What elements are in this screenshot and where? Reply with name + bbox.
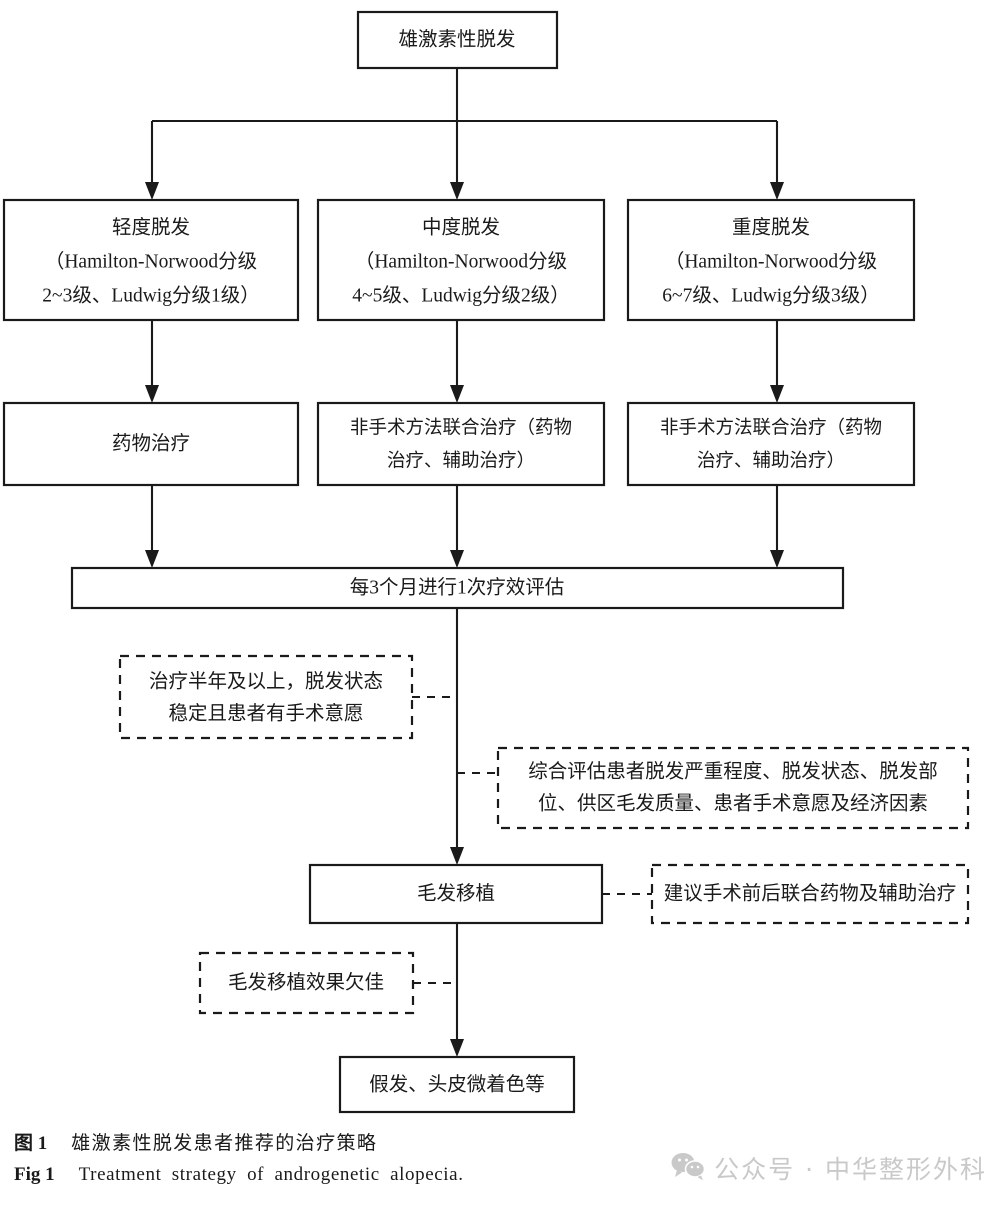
node-treatment-moderate-line-1: 非手术方法联合治疗（药物 (350, 417, 572, 438)
node-root[interactable]: 雄激素性脱发 (356, 10, 559, 70)
node-evaluation[interactable]: 每3个月进行1次疗效评估 (70, 566, 845, 610)
node-note-combine[interactable]: 建议手术前后联合药物及辅助治疗 (650, 863, 970, 925)
caption-row-en: Fig 1 Treatment strategy of androgenetic… (14, 1164, 634, 1186)
node-mild-line-3: 2~3级、Ludwig分级1级） (42, 284, 259, 306)
node-evaluation-line-1: 每3个月进行1次疗效评估 (350, 576, 565, 598)
node-treatment-mild-line-1: 药物治疗 (112, 432, 190, 454)
node-treatment-severe-line-1: 非手术方法联合治疗（药物 (660, 417, 882, 438)
node-condition-assessment[interactable]: 综合评估患者脱发严重程度、脱发状态、脱发部 位、供区毛发质量、患者手术意愿及经济… (496, 746, 970, 830)
caption-text-en: Treatment strategy of androgenetic alope… (78, 1164, 464, 1185)
node-condition-stable[interactable]: 治疗半年及以上，脱发状态 稳定且患者有手术意愿 (118, 654, 414, 740)
node-final-line-1: 假发、头皮微着色等 (369, 1073, 545, 1095)
node-final[interactable]: 假发、头皮微着色等 (338, 1055, 576, 1114)
wechat-watermark-text: 公众号 · 中华整形外科 (714, 1155, 987, 1184)
node-note-poor-result[interactable]: 毛发移植效果欠佳 (198, 951, 415, 1015)
node-severe-line-2: （Hamilton-Norwood分级 (665, 250, 877, 272)
node-root-line-1: 雄激素性脱发 (398, 28, 515, 50)
wechat-watermark: 公众号 · 中华整形外科 (671, 1150, 987, 1186)
node-mild[interactable]: 轻度脱发 （Hamilton-Norwood分级 2~3级、Ludwig分级1级… (2, 198, 300, 322)
node-note-poor-result-line-1: 毛发移植效果欠佳 (228, 971, 384, 993)
node-transplant[interactable]: 毛发移植 (308, 863, 604, 925)
node-transplant-line-1: 毛发移植 (417, 882, 495, 904)
node-severe-line-1: 重度脱发 (732, 216, 810, 238)
figure-caption: 图 1 雄激素性脱发患者推荐的治疗策略 Fig 1 Treatment stra… (14, 1128, 634, 1195)
node-note-combine-line-1: 建议手术前后联合药物及辅助治疗 (664, 882, 957, 904)
node-moderate[interactable]: 中度脱发 （Hamilton-Norwood分级 4~5级、Ludwig分级2级… (316, 198, 606, 322)
node-moderate-line-2: （Hamilton-Norwood分级 (355, 250, 567, 272)
node-condition-assessment-line-2: 位、供区毛发质量、患者手术意愿及经济因素 (538, 792, 928, 814)
node-treatment-moderate[interactable]: 非手术方法联合治疗（药物 治疗、辅助治疗） (316, 401, 606, 487)
connector-treatment-severe-to-evaluation (770, 485, 784, 568)
caption-text-zh: 雄激素性脱发患者推荐的治疗策略 (71, 1133, 378, 1154)
wechat-icon (671, 1152, 706, 1184)
node-condition-stable-line-2: 稳定且患者有手术意愿 (168, 702, 363, 724)
connector-moderate-to-treatment (450, 320, 464, 403)
connector-treatment-moderate-to-evaluation (450, 485, 464, 568)
node-treatment-severe-line-2: 治疗、辅助治疗） (697, 450, 845, 471)
node-condition-assessment-line-1: 综合评估患者脱发严重程度、脱发状态、脱发部 (528, 760, 938, 782)
caption-label-zh: 图 1 (14, 1133, 48, 1154)
node-mild-line-2: （Hamilton-Norwood分级 (45, 250, 257, 272)
node-treatment-mild[interactable]: 药物治疗 (2, 401, 300, 487)
flowchart-canvas: 雄激素性脱发 轻度脱发 （Hamilton-Norwood分级 2~3级、Lud… (2, 10, 970, 1114)
node-treatment-moderate-line-2: 治疗、辅助治疗） (387, 450, 535, 471)
node-severe[interactable]: 重度脱发 （Hamilton-Norwood分级 6~7级、Ludwig分级3级… (626, 198, 916, 322)
node-treatment-severe[interactable]: 非手术方法联合治疗（药物 治疗、辅助治疗） (626, 401, 916, 487)
connector-evaluation-to-transplant (450, 608, 464, 865)
connector-root-to-split (145, 68, 784, 200)
connector-treatment-mild-to-evaluation (145, 485, 159, 568)
caption-label-en: Fig 1 (14, 1164, 55, 1185)
node-moderate-line-1: 中度脱发 (422, 216, 500, 238)
node-mild-line-1: 轻度脱发 (112, 216, 190, 238)
node-condition-stable-line-1: 治疗半年及以上，脱发状态 (149, 670, 383, 692)
flowchart-figure: 雄激素性脱发 轻度脱发 （Hamilton-Norwood分级 2~3级、Lud… (2, 10, 970, 1114)
connector-severe-to-treatment (770, 320, 784, 403)
node-moderate-line-3: 4~5级、Ludwig分级2级） (352, 284, 569, 306)
connector-transplant-to-final (450, 923, 464, 1057)
caption-row-zh: 图 1 雄激素性脱发患者推荐的治疗策略 (14, 1128, 634, 1155)
connector-mild-to-treatment (145, 320, 159, 403)
node-severe-line-3: 6~7级、Ludwig分级3级） (662, 284, 879, 306)
